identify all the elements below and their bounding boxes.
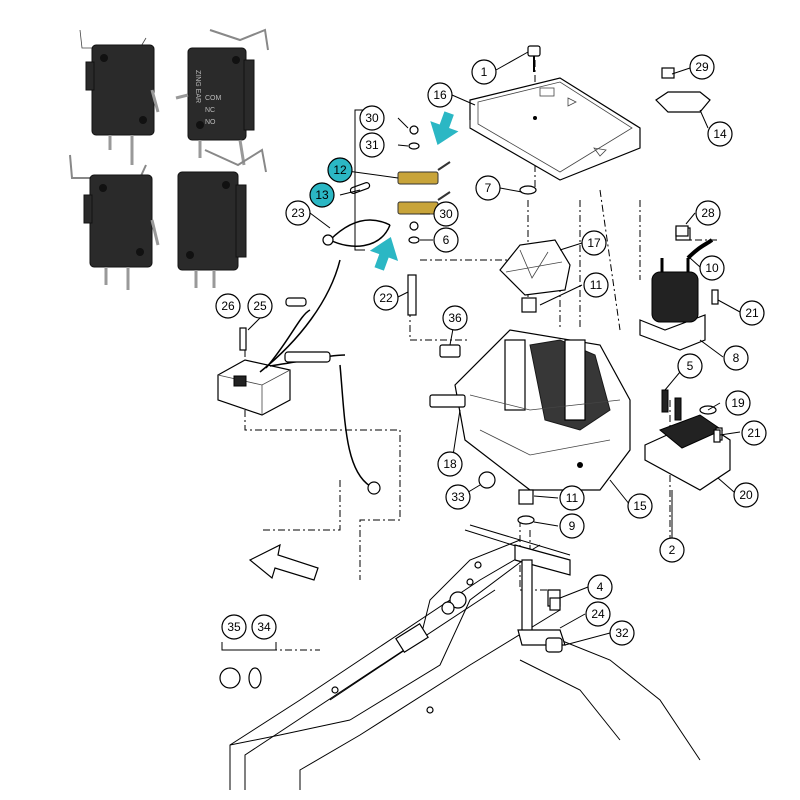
cover-part <box>469 77 641 181</box>
cart-frame <box>229 524 701 790</box>
callouts: 1 2 4 5 6 7 8 9 10 11 11 12 13 14 15 16 … <box>215 54 767 646</box>
svg-text:32: 32 <box>615 626 629 640</box>
micro-switch-photo <box>69 154 160 290</box>
svg-text:23: 23 <box>291 206 305 220</box>
svg-text:20: 20 <box>739 488 753 502</box>
callout-32: 32 <box>609 620 635 646</box>
callout-28: 28 <box>695 200 721 226</box>
callout-35: 35 <box>221 614 247 640</box>
svg-text:11: 11 <box>566 491 579 505</box>
callout-30: 30 <box>433 201 459 227</box>
callout-16: 16 <box>427 82 453 108</box>
svg-text:11: 11 <box>590 278 603 292</box>
callout-10: 10 <box>699 255 725 281</box>
svg-text:5: 5 <box>687 359 694 373</box>
svg-text:8: 8 <box>733 351 740 365</box>
svg-text:25: 25 <box>253 299 267 313</box>
svg-text:7: 7 <box>485 181 492 195</box>
pedal-shaft-assembly <box>514 544 571 653</box>
svg-text:13: 13 <box>315 188 329 202</box>
svg-text:18: 18 <box>443 457 457 471</box>
module-box <box>217 259 381 495</box>
svg-text:22: 22 <box>379 291 393 305</box>
switch-terminal-label: COM <box>205 95 222 102</box>
callout-30: 30 <box>359 105 385 131</box>
solenoid <box>639 227 714 351</box>
callout-4: 4 <box>587 574 613 600</box>
svg-text:31: 31 <box>365 138 379 152</box>
micro-switch-photo-group: ZING EAR COM NC NO <box>69 28 269 290</box>
highlight-arrow <box>369 237 399 271</box>
svg-text:15: 15 <box>633 499 647 513</box>
callout-29: 29 <box>689 54 715 80</box>
switch-terminal-label: NC <box>205 107 215 114</box>
micro-switch-photo <box>177 148 267 288</box>
callout-25: 25 <box>247 293 273 319</box>
svg-text:24: 24 <box>591 607 605 621</box>
callout-12: 12 <box>327 157 353 183</box>
svg-text:4: 4 <box>597 580 604 594</box>
callout-1: 1 <box>471 59 497 85</box>
svg-text:10: 10 <box>705 261 719 275</box>
callout-9: 9 <box>559 513 585 539</box>
callout-2: 2 <box>659 537 685 563</box>
micro-switch-photo: ZING EAR COM NC NO <box>175 28 269 166</box>
svg-text:6: 6 <box>443 233 450 247</box>
highlight-arrows <box>369 111 459 271</box>
svg-text:17: 17 <box>587 236 601 250</box>
callout-17: 17 <box>581 230 607 256</box>
svg-text:19: 19 <box>731 396 745 410</box>
svg-text:21: 21 <box>745 306 759 320</box>
callout-23: 23 <box>285 200 311 226</box>
svg-text:35: 35 <box>227 620 241 634</box>
callout-21: 21 <box>739 300 765 326</box>
callout-bracket <box>221 642 277 651</box>
svg-text:16: 16 <box>433 88 447 102</box>
direction-arrow <box>248 543 319 581</box>
hardware <box>219 45 721 689</box>
svg-text:2: 2 <box>669 543 676 557</box>
callout-20: 20 <box>733 482 759 508</box>
callout-19: 19 <box>725 390 751 416</box>
svg-text:1: 1 <box>481 65 488 79</box>
switch-harness <box>322 109 451 251</box>
svg-text:12: 12 <box>333 163 347 177</box>
callout-11: 11 <box>559 485 585 511</box>
svg-text:14: 14 <box>713 127 727 141</box>
switch-terminal-label: NO <box>205 119 216 126</box>
callout-22: 22 <box>373 285 399 311</box>
callout-21: 21 <box>741 420 767 446</box>
gear-sensor <box>499 239 571 525</box>
svg-text:36: 36 <box>448 311 462 325</box>
micro-switch-photo <box>79 29 160 165</box>
callout-36: 36 <box>442 305 468 331</box>
callout-18: 18 <box>437 451 463 477</box>
callout-7: 7 <box>475 175 501 201</box>
svg-text:34: 34 <box>257 620 271 634</box>
callout-26: 26 <box>215 293 241 319</box>
callout-13: 13 <box>309 182 335 208</box>
callout-11: 11 <box>583 272 609 298</box>
callout-15: 15 <box>627 493 653 519</box>
callout-31: 31 <box>359 132 385 158</box>
callout-14: 14 <box>707 121 733 147</box>
controller-housing <box>454 329 631 491</box>
svg-text:30: 30 <box>439 207 453 221</box>
highlight-arrow <box>430 111 459 146</box>
svg-text:29: 29 <box>695 60 709 74</box>
svg-text:30: 30 <box>365 111 379 125</box>
svg-text:21: 21 <box>747 426 761 440</box>
callout-6: 6 <box>433 227 459 253</box>
callout-8: 8 <box>723 345 749 371</box>
switch-brand-text: ZING EAR <box>194 70 201 103</box>
callout-5: 5 <box>677 353 703 379</box>
svg-text:28: 28 <box>701 206 715 220</box>
svg-text:26: 26 <box>221 299 235 313</box>
callout-34: 34 <box>251 614 277 640</box>
svg-text:33: 33 <box>451 490 465 504</box>
svg-text:9: 9 <box>569 519 576 533</box>
callout-24: 24 <box>585 601 611 627</box>
callout-33: 33 <box>445 484 471 510</box>
